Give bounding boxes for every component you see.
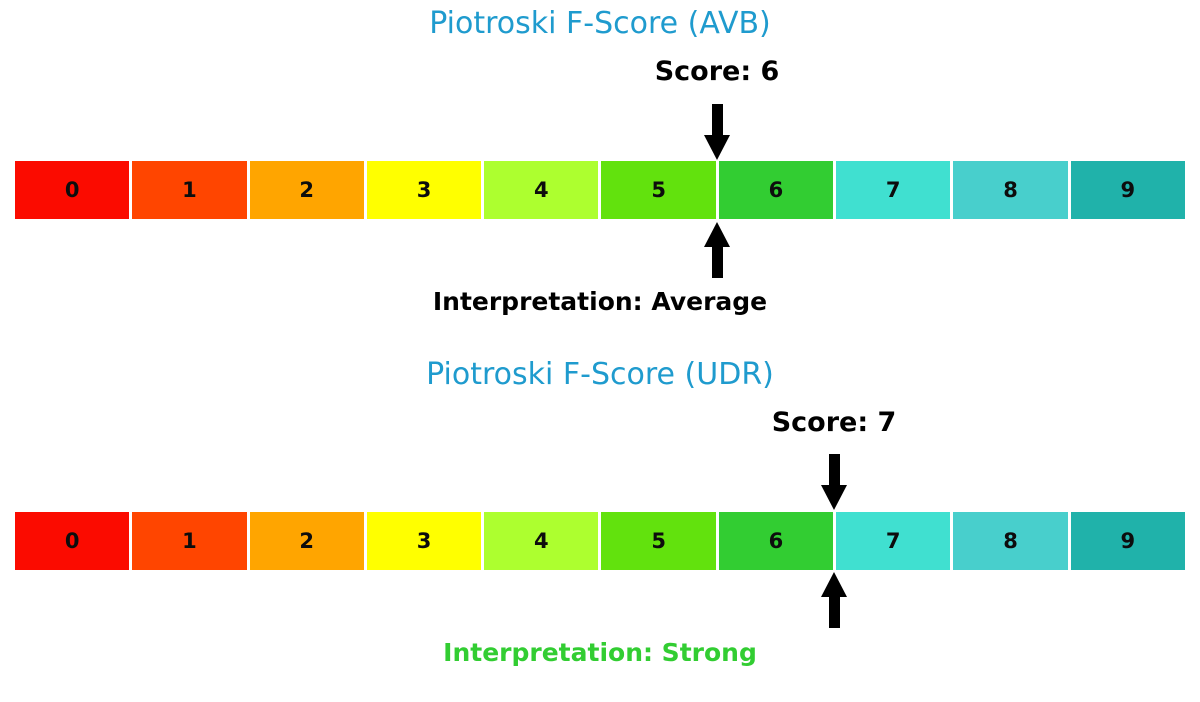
score-segment-4: 4	[484, 161, 599, 219]
score-segment-6: 6	[718, 161, 834, 219]
score-segment-7: 7	[836, 512, 951, 570]
arrow-shaft	[828, 597, 840, 628]
score-arrow-down-icon	[821, 454, 847, 510]
score-segment-4: 4	[484, 512, 599, 570]
score-segment-2: 2	[249, 161, 364, 219]
arrow-shaft	[711, 104, 723, 135]
interpretation-label-udr: Interpretation: Strong	[443, 638, 757, 667]
score-segment-5: 5	[601, 161, 716, 219]
score-segment-1: 1	[132, 161, 247, 219]
score-segment-6: 6	[718, 512, 834, 570]
score-segment-8: 8	[953, 161, 1068, 219]
arrow-head	[821, 485, 847, 510]
interpretation-label-avb: Interpretation: Average	[432, 287, 768, 316]
chart-title-avb: Piotroski F-Score (AVB)	[429, 6, 771, 41]
score-segment-7: 7	[836, 161, 951, 219]
score-label-udr: Score: 7	[771, 407, 897, 438]
score-segment-1: 1	[132, 512, 247, 570]
arrow-head	[704, 135, 730, 160]
arrow-head	[821, 572, 847, 597]
arrow-shaft	[828, 454, 840, 485]
score-segment-3: 3	[366, 161, 482, 219]
score-segment-2: 2	[249, 512, 364, 570]
arrow-shaft	[711, 247, 723, 278]
score-segment-8: 8	[953, 512, 1068, 570]
score-segment-3: 3	[366, 512, 482, 570]
score-arrow-down-icon	[704, 104, 730, 160]
score-segment-0: 0	[15, 161, 130, 219]
interpretation-arrow-up-icon	[821, 572, 847, 628]
interpretation-arrow-up-icon	[704, 222, 730, 278]
score-bar-udr: 0 1 2 3 4 5 6 7 8 9	[15, 512, 1185, 570]
score-segment-9: 9	[1070, 161, 1185, 219]
score-segment-9: 9	[1070, 512, 1185, 570]
score-segment-5: 5	[601, 512, 716, 570]
score-segment-0: 0	[15, 512, 130, 570]
arrow-head	[704, 222, 730, 247]
score-label-avb: Score: 6	[654, 56, 780, 87]
score-bar-avb: 0 1 2 3 4 5 6 7 8 9	[15, 161, 1185, 219]
chart-title-udr: Piotroski F-Score (UDR)	[426, 357, 774, 392]
